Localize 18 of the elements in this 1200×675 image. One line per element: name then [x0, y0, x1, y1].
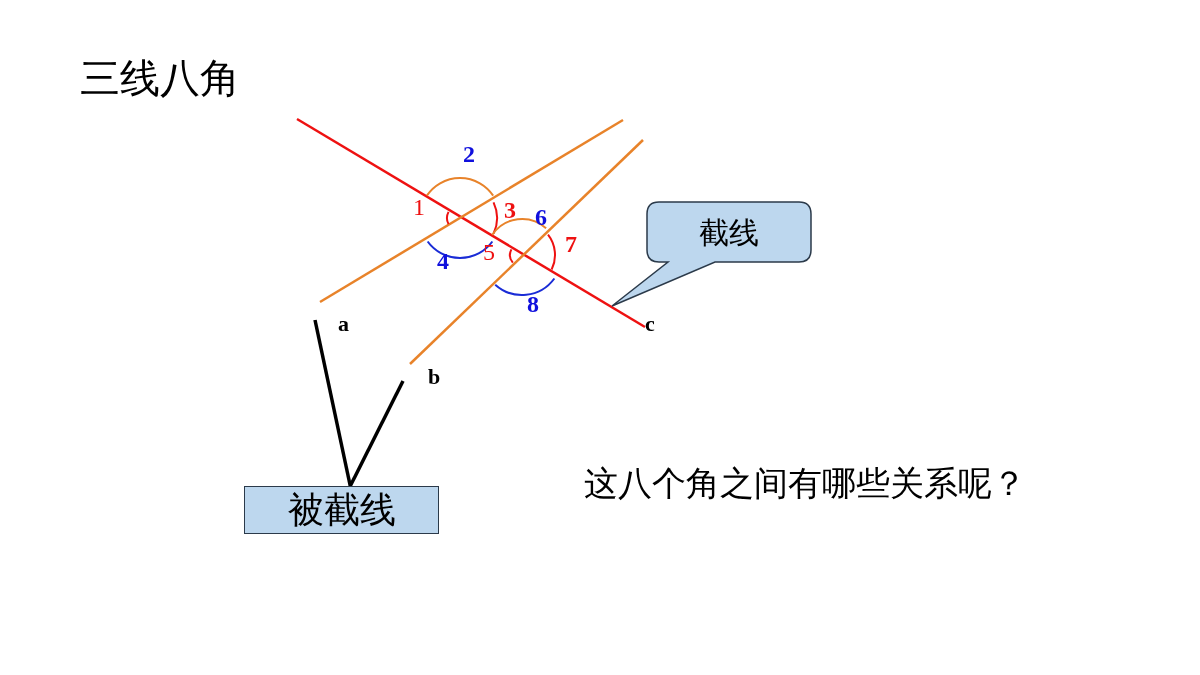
angle-number: 2 [463, 140, 475, 168]
angle-number: 4 [437, 247, 449, 275]
angle-number: 8 [527, 290, 539, 318]
angle-number: 7 [565, 230, 577, 258]
callout-text: 截线 [699, 214, 759, 251]
line-name: a [338, 310, 349, 338]
line-name: c [645, 310, 655, 338]
question-text: 这八个角之间有哪些关系呢？ [584, 463, 1026, 504]
label-box: 被截线 [244, 486, 439, 534]
angle-number: 6 [535, 203, 547, 231]
angle-number: 5 [483, 238, 495, 266]
angle-number: 1 [413, 193, 425, 221]
line-name: b [428, 363, 441, 391]
angle-number: 3 [504, 196, 516, 224]
title: 三线八角 [80, 55, 240, 102]
leader-line [348, 380, 405, 487]
leader-line [313, 319, 352, 487]
speech-bubble [610, 200, 813, 310]
